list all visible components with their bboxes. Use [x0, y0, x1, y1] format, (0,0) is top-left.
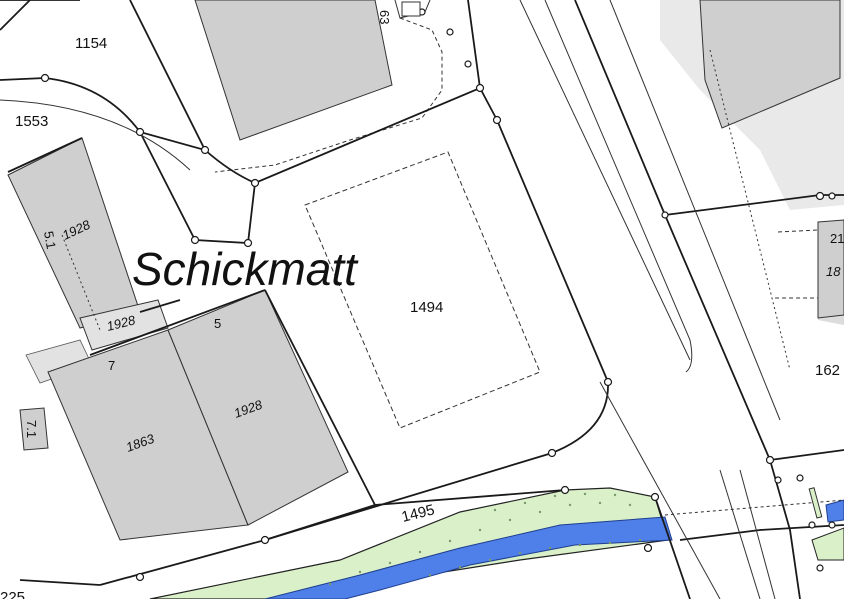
small-marker-box — [401, 1, 421, 17]
stream — [264, 516, 673, 599]
parcel-number-1494: 1494 — [410, 299, 443, 316]
building-top-center — [194, 0, 393, 141]
planned-outline-right — [775, 229, 819, 299]
building-right-edge — [817, 219, 844, 319]
building-1928-main — [167, 289, 349, 526]
parcel-number-1553: 1553 — [15, 113, 48, 130]
dashed-path-top — [214, 17, 443, 173]
building-small-7-1 — [19, 407, 49, 451]
green-strip-right — [811, 527, 844, 561]
pole-symbol — [808, 487, 823, 519]
address-number-5-1: 5.1 — [41, 230, 59, 250]
parcel-number-1495: 1495 — [400, 501, 436, 526]
dotted-line-left — [61, 234, 101, 331]
green-dots — [328, 492, 642, 586]
place-name: Schickmatt — [132, 243, 359, 295]
building-top-right — [699, 0, 841, 129]
building-number-18: 18 — [826, 264, 841, 279]
address-number-7: 7 — [108, 358, 115, 373]
building-1928-link — [79, 299, 169, 351]
address-number-5: 5 — [214, 316, 221, 331]
building-number-21: 21 — [830, 231, 844, 246]
stream-right — [825, 499, 844, 523]
address-number-7-1: 7.1 — [24, 420, 39, 438]
building-number-63: 63 — [377, 10, 392, 24]
building-number-1928-link: 1928 — [105, 312, 137, 334]
parcel-number-225: 225 — [0, 589, 25, 599]
boundary-points — [40, 8, 836, 582]
parcel-number-162: 162 — [815, 362, 840, 379]
parcel-number-1154: 1154 — [75, 35, 107, 52]
